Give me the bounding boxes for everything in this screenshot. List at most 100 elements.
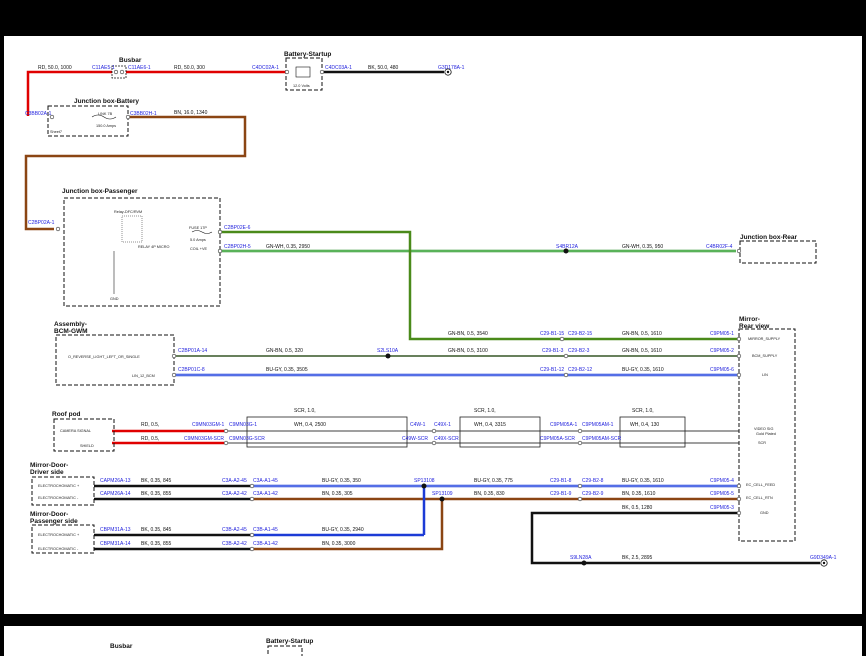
ground-g3d178a-icon — [444, 68, 452, 76]
conn-s2ls10a: S2LS10A — [377, 348, 399, 354]
mirror-pin-ec-rtn: EC_CELL_RTN — [746, 496, 773, 500]
conn-c3a-a2-45: C3A-A2-45 — [222, 478, 247, 484]
conn-c29b2-3: C29-B2-3 — [568, 348, 590, 354]
conn-capm26a-14: CAPM26A-14 — [100, 491, 131, 497]
mirror-driver-title-1: Mirror-Door- — [30, 462, 68, 469]
wiring-diagram-sheet: Busbar 12.0 Volts Battery-Startup Juncti… — [4, 36, 862, 614]
busbar-block: Busbar — [111, 57, 142, 79]
conn-c9pm05a1: C9PM05A-1 — [550, 422, 577, 428]
bcm-title-2: BCM-GWM — [54, 328, 88, 335]
conn-c3a-a2-42: C3A-A2-42 — [222, 491, 247, 497]
bcm-pin-lin: LIN_12_BCM — [132, 374, 155, 378]
battery-startup-label-next: Battery-Startup — [266, 638, 313, 645]
wire-spec-30: BK, 2.5, 2895 — [622, 555, 653, 561]
conn-c9pm05am-scr: C9PM05AM-SCR — [582, 436, 622, 442]
wire-spec-4: BN, 16.0, 1340 — [174, 110, 208, 116]
mirror-rear-view-block: Mirror- Rear view MIRROR_SUPPLY BCM_SUPP… — [738, 316, 796, 542]
wire-spec-19: BU-GY, 0.35, 775 — [474, 478, 513, 484]
conn-c9mn03g-scr: C9MN03G-SCR — [229, 436, 265, 442]
jb-passenger-block: Junction box-Passenger Relay-DFC/RVM REL… — [62, 188, 221, 307]
jb-rear-label: Junction box-Rear — [740, 234, 798, 241]
conn-c29b1-15: C29-B1-15 — [540, 331, 564, 337]
wire-spec-1: RD, 50.0, 1000 — [38, 65, 72, 71]
wire-spec-20: BU-GY, 0.35, 1610 — [622, 478, 664, 484]
conn-c3b-a1-45: C3B-A1-45 — [253, 527, 278, 533]
conn-c29b2-15: C29-B2-15 — [568, 331, 592, 337]
wire-spec-29: BN, 0.35, 3000 — [322, 541, 356, 547]
conn-capm26a-13: CAPM26A-13 — [100, 478, 131, 484]
conn-c9pm05am1: C9PM05AM-1 — [582, 422, 614, 428]
conn-s4br12a: S4BR12A — [556, 244, 579, 250]
mirror-driver-title-2: Driver side — [30, 469, 64, 476]
wire-spec-9: GN-BN, 0.5, 320 — [266, 348, 303, 354]
conn-c4w1: C4W-1 — [410, 422, 426, 428]
wire-spec-27: BU-GY, 0.35, 2940 — [322, 527, 364, 533]
conn-c11ae6: C11AE6-1 — [128, 65, 151, 71]
wire-black-mirror-gnd — [530, 511, 820, 565]
conn-c29b2-9: C29-B2-9 — [582, 491, 604, 497]
wire-spec-24: BN, 0.35, 1610 — [622, 491, 656, 497]
wire-spec-15: WH, 0.4, 3315 — [474, 422, 506, 428]
wire-spec-26: BK, 0.35, 845 — [141, 527, 172, 533]
wire-spec-12: BU-GY, 0.35, 3505 — [266, 367, 308, 373]
pass-ec-minus: ELECTROCHOMATIC - — [38, 547, 79, 551]
conn-c9pm05-3: C9PM05-3 — [710, 505, 734, 511]
conn-c3bb02h: C3BB02H-1 — [130, 111, 157, 117]
roof-pin-shield: SHIELD — [80, 444, 94, 448]
mirror-pin-video: VIDEO SIG — [754, 427, 773, 431]
conn-c9pm05-2: C9PM05-2 — [710, 348, 734, 354]
wire-green-supply — [218, 230, 739, 341]
conn-c11ae5: C11AE5-1 — [92, 65, 115, 71]
bcm-block: Assembly- BCM-GWM O_REVERSE_LIGHT_LEFT_O… — [54, 321, 175, 386]
wire-spec-28: BK, 0.35, 855 — [141, 541, 172, 547]
link-label: LINK 7B — [98, 112, 113, 116]
conn-c4br02f: C4BR02F-4 — [706, 244, 733, 250]
splice-s4br12a — [563, 248, 569, 254]
battery-startup-label: Battery-Startup — [284, 51, 331, 58]
fuse-label: FUSE 17P — [189, 226, 207, 230]
sheet-ref: Sheet7 — [50, 130, 62, 134]
coil-label: COIL +VE — [190, 247, 208, 251]
conn-c9pm05-5: C9PM05-5 — [710, 491, 734, 497]
roof-pod-label: Roof pod — [52, 411, 81, 418]
conn-c49x-scr: C49X-SCR — [434, 436, 459, 442]
conn-c3b-a1-42: C3B-A1-42 — [253, 541, 278, 547]
conn-c9pm05a-scr: C9PM05A-SCR — [540, 436, 575, 442]
wire-spec-3: BK, 50.0, 480 — [368, 65, 399, 71]
wire-spec-25: BK, 0.5, 1280 — [622, 505, 653, 511]
conn-c49x1: C49X-1 — [434, 422, 451, 428]
wire-spec-11: GN-BN, 0.5, 1610 — [622, 348, 662, 354]
wire-spec-6: GN-WH, 0.35, 950 — [622, 244, 663, 250]
mirror-pin-gnd: GND — [760, 511, 769, 515]
splice-sp13108 — [421, 483, 427, 489]
jb-passenger-label: Junction box-Passenger — [62, 188, 138, 195]
gnd-label: GND — [110, 297, 119, 301]
conn-c3a-a1-42: C3A-A1-42 — [253, 491, 278, 497]
busbar-label: Busbar — [119, 57, 142, 64]
driver-ec-minus: ELECTROCHOMATIC - — [38, 496, 79, 500]
pass-ec-plus: ELECTROCHOMATIC + — [38, 533, 80, 537]
wire-brown-splice-vertical — [252, 499, 444, 551]
conn-c29b1-3: C29-B1-3 — [542, 348, 564, 354]
bcm-pin-reverse: O_REVERSE_LIGHT_LEFT_OR_SINGLE — [68, 355, 140, 359]
conn-c29b2-12: C29-B2-12 — [568, 367, 592, 373]
conn-cbpm31a-14: CBPM31A-14 — [100, 541, 131, 547]
mirror-passenger-block: Mirror-Door- Passenger side ELECTROCHOMA… — [30, 511, 95, 554]
jb-rear-block: Junction box-Rear — [739, 234, 817, 264]
conn-g3d178a: G3D178A-1 — [438, 65, 465, 71]
pin-markers — [49, 69, 742, 552]
wire-red-main — [26, 70, 112, 116]
wire-spec-22: BN, 0.35, 305 — [322, 491, 353, 497]
wire-spec-16: WH, 0.4, 130 — [630, 422, 659, 428]
roof-pod-block: Roof pod CAMERA SIGNAL SHIELD — [52, 411, 115, 452]
conn-c9pm05-6: C9PM05-6 — [710, 367, 734, 373]
conn-c2bp01c: C2BP01C-8 — [178, 367, 205, 373]
conn-c2bp01a: C2BP01A-14 — [178, 348, 207, 354]
relay-type: RELAY 4P MICRO — [138, 245, 169, 249]
conn-c4dc03a: C4DC03A-1 — [325, 65, 352, 71]
mirror-pin-gold: Gold Plated — [756, 432, 776, 436]
mirror-pin-scr: SCR — [758, 441, 766, 445]
ground-g9d349a-icon — [820, 559, 828, 567]
wire-spec-21: BK, 0.35, 855 — [141, 491, 172, 497]
splice-sp13109 — [439, 496, 445, 502]
